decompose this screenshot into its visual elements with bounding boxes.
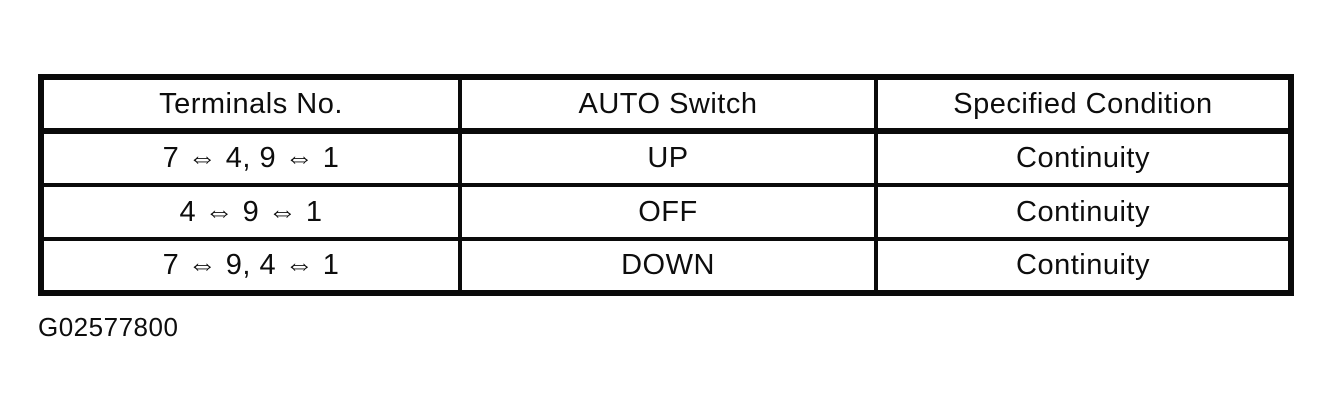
column-header-terminals: Terminals No. — [39, 75, 462, 134]
cell-auto-switch: UP — [458, 129, 878, 187]
table-header-row: Terminals No. AUTO Switch Specified Cond… — [39, 75, 1293, 134]
column-header-auto-switch: AUTO Switch — [458, 75, 878, 134]
table-row: 7 ⇔ 9, 4 ⇔ 1 DOWN Continuity — [39, 237, 1293, 295]
table-row: 4 ⇔ 9 ⇔ 1 OFF Continuity — [39, 183, 1293, 241]
column-header-specified-condition: Specified Condition — [874, 75, 1293, 134]
cell-terminals: 7 ⇔ 4, 9 ⇔ 1 — [39, 129, 462, 187]
auto-switch-continuity-table: Terminals No. AUTO Switch Specified Cond… — [38, 74, 1294, 296]
cell-specified-condition: Continuity — [874, 237, 1293, 295]
cell-specified-condition: Continuity — [874, 183, 1293, 241]
cell-auto-switch: OFF — [458, 183, 878, 241]
table-row: 7 ⇔ 4, 9 ⇔ 1 UP Continuity — [39, 129, 1293, 187]
cell-terminals: 7 ⇔ 9, 4 ⇔ 1 — [39, 237, 462, 295]
cell-terminals: 4 ⇔ 9 ⇔ 1 — [39, 183, 462, 241]
cell-auto-switch: DOWN — [458, 237, 878, 295]
cell-specified-condition: Continuity — [874, 129, 1293, 187]
figure-id: G02577800 — [38, 312, 179, 342]
